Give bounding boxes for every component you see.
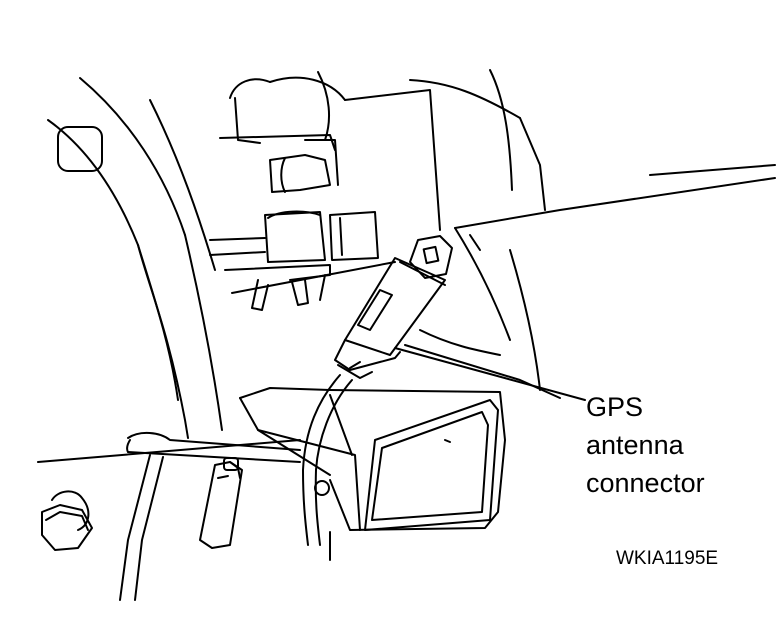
antenna-cable [302,374,353,546]
callout-line-1: GPS [586,392,644,422]
hex-nut [41,490,93,551]
callout-leader [394,347,586,401]
pillar-trim-panel [47,77,223,439]
detail-strokes [126,439,451,561]
panel-surfaces [37,164,776,463]
clip-bracket [209,210,379,311]
figure-code: WKIA1195E [616,548,719,569]
lower-bracket [119,387,506,601]
upper-mechanism [219,69,546,231]
callout-gps-antenna-connector: GPS antenna connector [586,388,705,502]
gps-connector-body [334,235,453,379]
callout-line-3: connector [586,468,705,498]
callout-line-2: antenna [586,430,684,460]
